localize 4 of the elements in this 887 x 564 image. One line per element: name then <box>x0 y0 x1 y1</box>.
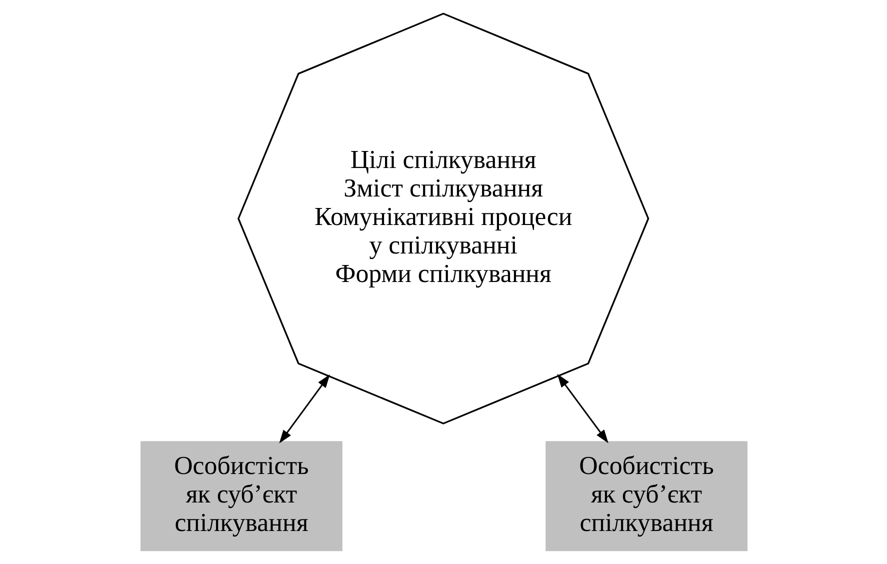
node-box: Особистість як суб’єкт спілкування <box>545 441 747 552</box>
node-box: Особистість як суб’єкт спілкування <box>140 441 342 552</box>
arrow <box>278 374 330 444</box>
arrow <box>556 374 608 444</box>
